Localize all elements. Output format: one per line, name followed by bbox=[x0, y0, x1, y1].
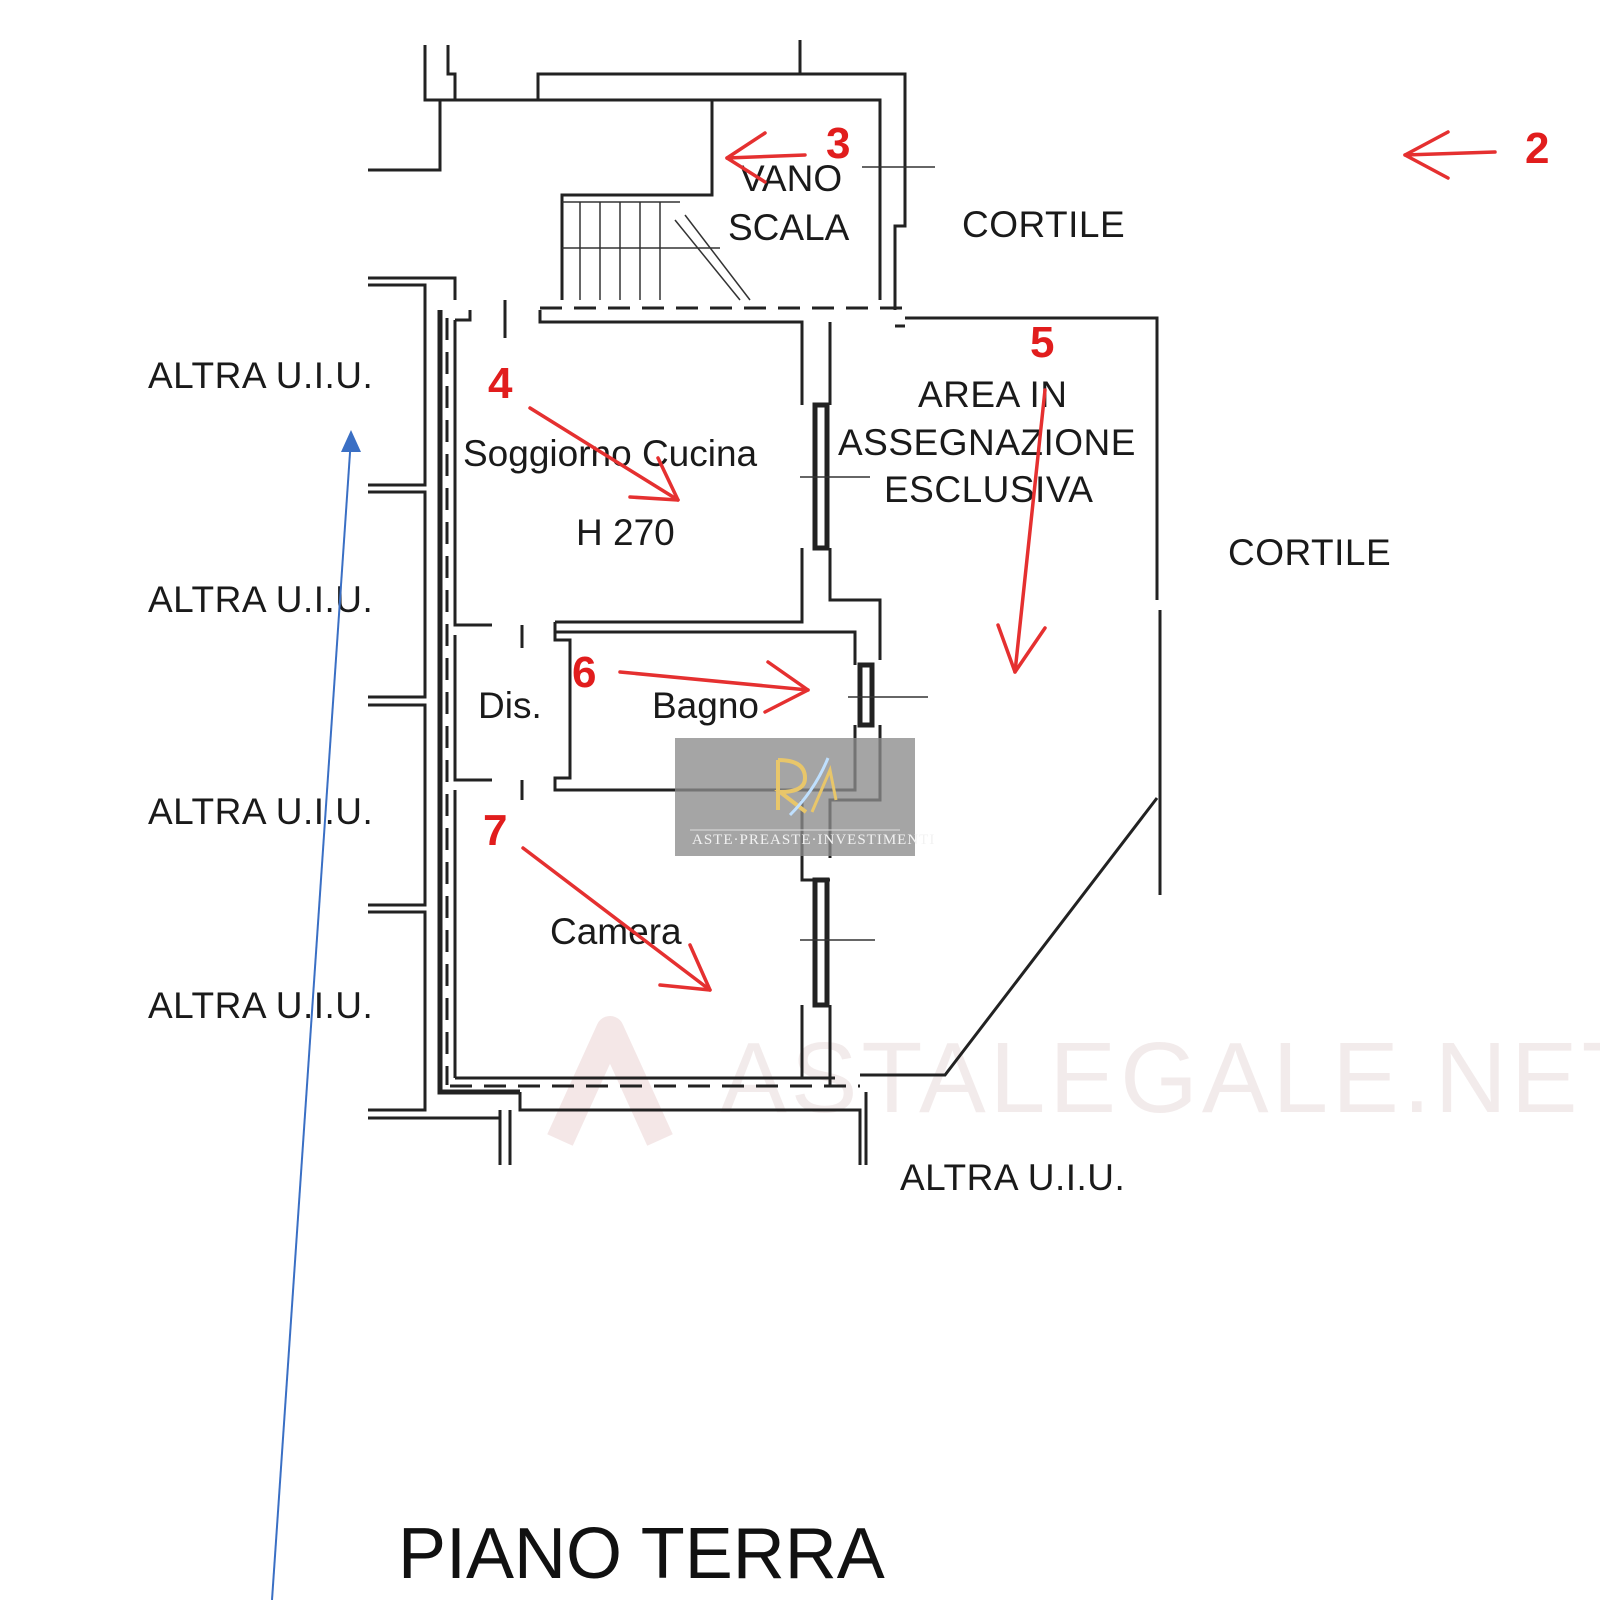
stair-block bbox=[368, 40, 935, 338]
exclusive-area-outline bbox=[860, 316, 1162, 1077]
area-label-esclusiva-2: ASSEGNAZIONE bbox=[838, 422, 1136, 463]
room-label-scala: SCALA bbox=[728, 207, 850, 248]
floor-title: PIANO TERRA bbox=[398, 1514, 885, 1594]
area-label-altra-4: ALTRA U.I.U. bbox=[148, 985, 373, 1026]
room-label-soggiorno: Soggiorno Cucina bbox=[463, 433, 758, 474]
agency-badge: ASTE·PREASTE·INVESTIMENTI bbox=[675, 738, 935, 856]
photo-arrow-3 bbox=[725, 131, 807, 184]
site-watermark: ASTALEGALE.NET bbox=[720, 1022, 1600, 1134]
area-label-altra-2: ALTRA U.I.U. bbox=[148, 579, 373, 620]
photo-arrow-7 bbox=[521, 846, 712, 992]
location-pointer-arrow bbox=[271, 430, 361, 1600]
photo-marker-3: 3 bbox=[826, 119, 850, 168]
photo-marker-4: 4 bbox=[488, 359, 513, 408]
area-label-altra-bottom: ALTRA U.I.U. bbox=[900, 1157, 1125, 1198]
area-label-cortile-right: CORTILE bbox=[1228, 532, 1391, 573]
photo-marker-6: 6 bbox=[572, 648, 596, 697]
area-label-esclusiva-3: ESCLUSIVA bbox=[884, 469, 1093, 510]
photo-marker-2: 2 bbox=[1525, 124, 1549, 173]
adjacent-unit-walls bbox=[368, 283, 868, 1165]
photo-marker-7: 7 bbox=[483, 806, 507, 855]
photo-arrow-5 bbox=[996, 388, 1047, 674]
site-watermark-logo bbox=[547, 1016, 673, 1146]
photo-arrow-2 bbox=[1403, 130, 1497, 180]
area-label-cortile-top: CORTILE bbox=[962, 204, 1125, 245]
agency-logo-icon bbox=[774, 757, 838, 817]
photo-arrow-4 bbox=[528, 406, 680, 502]
room-label-dis: Dis. bbox=[478, 685, 542, 726]
room-label-bagno: Bagno bbox=[652, 685, 759, 726]
photo-arrow-6 bbox=[618, 660, 810, 714]
photo-marker-5: 5 bbox=[1030, 318, 1054, 367]
agency-badge-caption: ASTE·PREASTE·INVESTIMENTI bbox=[692, 832, 935, 848]
area-label-altra-1: ALTRA U.I.U. bbox=[148, 355, 373, 396]
room-height-label: H 270 bbox=[576, 512, 675, 553]
area-label-altra-3: ALTRA U.I.U. bbox=[148, 791, 373, 832]
